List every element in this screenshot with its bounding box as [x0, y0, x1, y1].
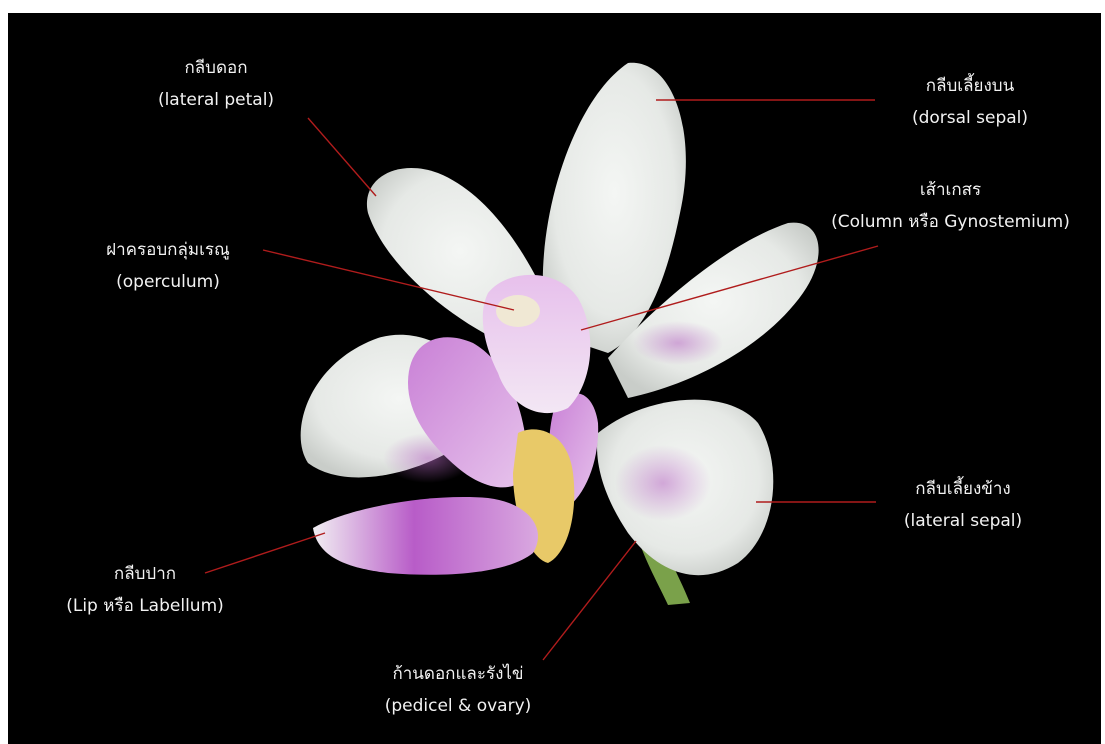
- label-column-thai: เส้าเกสร: [808, 179, 1093, 201]
- leader-line-lateral-petal: [308, 118, 376, 196]
- label-pedicel: ก้านดอกและรังไข่ (pedicel & ovary): [363, 663, 553, 717]
- leader-line-operculum: [263, 250, 514, 310]
- label-dorsal-sepal-thai: กลีบเลี้ยงบน: [885, 75, 1055, 97]
- label-operculum: ฝาครอบกลุ่มเรณู (operculum): [78, 239, 258, 293]
- label-pedicel-en: (pedicel & ovary): [363, 695, 553, 717]
- label-dorsal-sepal-en: (dorsal sepal): [885, 107, 1055, 129]
- label-lip: กลีบปาก (Lip หรือ Labellum): [40, 563, 250, 617]
- label-dorsal-sepal: กลีบเลี้ยงบน (dorsal sepal): [885, 75, 1055, 129]
- leader-line-column: [581, 246, 878, 330]
- label-lateral-sepal: กลีบเลี้ยงข้าง (lateral sepal): [878, 478, 1048, 532]
- label-lip-thai: กลีบปาก: [40, 563, 250, 585]
- leader-line-pedicel: [543, 541, 636, 660]
- label-lateral-petal-en: (lateral petal): [126, 89, 306, 111]
- diagram-canvas: กลีบดอก (lateral petal) กลีบเลี้ยงบน (do…: [8, 13, 1101, 744]
- label-lateral-petal-thai: กลีบดอก: [126, 57, 306, 79]
- label-lateral-sepal-en: (lateral sepal): [878, 510, 1048, 532]
- label-column-en: (Column หรือ Gynostemium): [808, 211, 1093, 233]
- label-pedicel-thai: ก้านดอกและรังไข่: [363, 663, 553, 685]
- label-operculum-thai: ฝาครอบกลุ่มเรณู: [78, 239, 258, 261]
- label-column: เส้าเกสร (Column หรือ Gynostemium): [808, 179, 1093, 233]
- label-lip-en: (Lip หรือ Labellum): [40, 595, 250, 617]
- label-lateral-sepal-thai: กลีบเลี้ยงข้าง: [878, 478, 1048, 500]
- label-lateral-petal: กลีบดอก (lateral petal): [126, 57, 306, 111]
- label-operculum-en: (operculum): [78, 271, 258, 293]
